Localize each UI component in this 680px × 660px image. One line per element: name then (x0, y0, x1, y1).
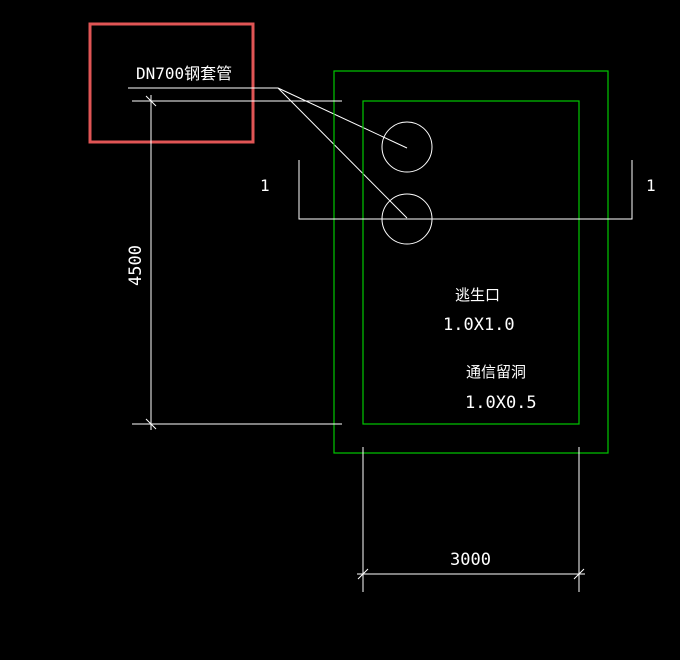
outer-wall-outline (333, 70, 609, 454)
opening-comm-size: 1.0X0.5 (465, 393, 537, 413)
section-mark-left: 1 (260, 176, 270, 195)
steel-sleeve-bottom (381, 193, 433, 245)
dimension-horizontal: 3000 (450, 550, 491, 570)
pipe-label: DN700钢套管 (136, 64, 232, 83)
dim-tick-top (145, 95, 157, 107)
opening-escape-size: 1.0X1.0 (443, 315, 515, 335)
dim-tick-left (357, 568, 369, 580)
dim-tick-bottom (145, 418, 157, 430)
opening-comm-name: 通信留洞 (466, 363, 526, 381)
inner-wall-outline (362, 100, 580, 425)
dimension-vertical: 4500 (126, 245, 146, 286)
leader-line-top-pipe (277, 87, 408, 149)
section-cut-line (298, 160, 633, 220)
dim-tick-right (573, 568, 585, 580)
opening-escape-name: 逃生口 (455, 286, 500, 304)
steel-sleeve-top (381, 121, 433, 173)
highlight-box (88, 22, 255, 144)
section-mark-right: 1 (646, 176, 656, 195)
leader-line-bottom-pipe (277, 87, 408, 219)
